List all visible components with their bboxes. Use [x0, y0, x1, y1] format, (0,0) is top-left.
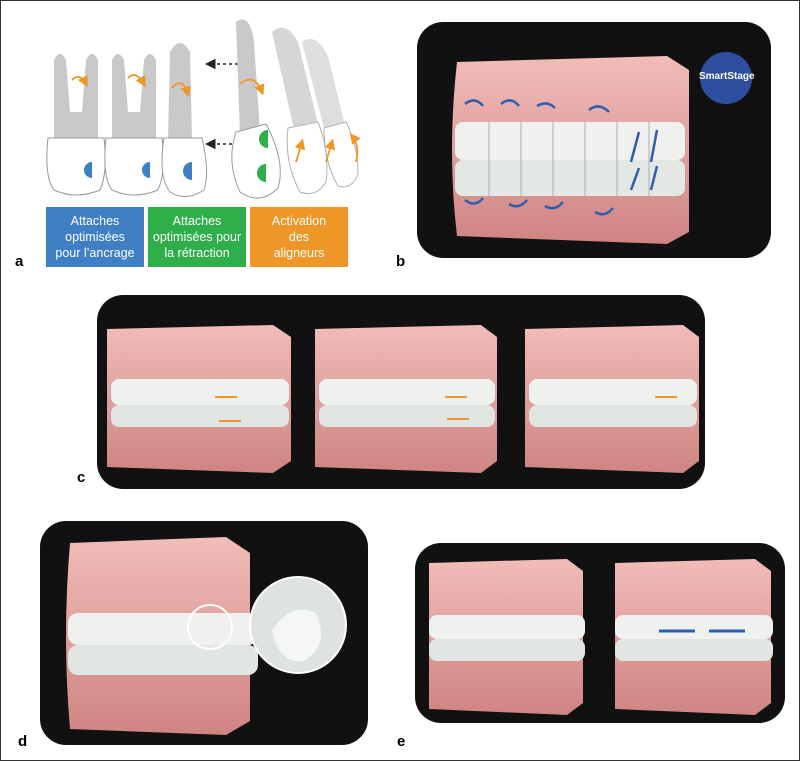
legend-anchorage-label: Attaches optimisées pour l’ancrage	[55, 214, 135, 260]
legend-retraction-label: Attaches optimisées pour la rétraction	[152, 214, 242, 260]
panel-c	[97, 295, 705, 489]
movement-arrows	[464, 99, 659, 216]
jaw-stage-3	[525, 325, 699, 473]
upper-teeth-row	[455, 122, 685, 160]
molar-1-icon	[46, 54, 106, 196]
upper-teeth-row	[68, 613, 258, 645]
panel-d	[40, 521, 368, 745]
lower-teeth-row	[455, 160, 685, 196]
smartstage-badge-label: SmartStage	[699, 71, 755, 82]
panel-label-c: c	[77, 469, 86, 486]
jaw-stage-1	[107, 325, 291, 473]
panel-label-e: e	[397, 733, 406, 750]
canine-icon	[231, 19, 281, 199]
panel-e	[415, 543, 785, 723]
lower-teeth-row	[68, 645, 258, 675]
molar-2-icon	[104, 54, 164, 196]
jaw-stage-2	[315, 325, 497, 473]
legend-retraction: Attaches optimisées pour la rétraction	[148, 207, 246, 267]
smartstage-badge	[700, 52, 752, 104]
panel-label-b: b	[396, 253, 406, 270]
legend-anchorage: Attaches optimisées pour l’ancrage	[46, 207, 144, 267]
panel-label-a: a	[15, 253, 24, 270]
panel-a	[40, 12, 380, 212]
legend-activation-label: Activation des aligneurs	[271, 214, 327, 260]
panel-b: SmartStage	[417, 22, 771, 258]
premolar-icon	[161, 43, 208, 197]
incisor-icon	[272, 27, 359, 195]
jaw-after	[615, 559, 773, 715]
legend-activation: Activation des aligneurs	[250, 207, 348, 267]
jaw-before	[429, 559, 585, 715]
panel-label-d: d	[18, 733, 28, 750]
zoom-circle	[187, 604, 233, 650]
tooth-diagram	[46, 19, 361, 199]
